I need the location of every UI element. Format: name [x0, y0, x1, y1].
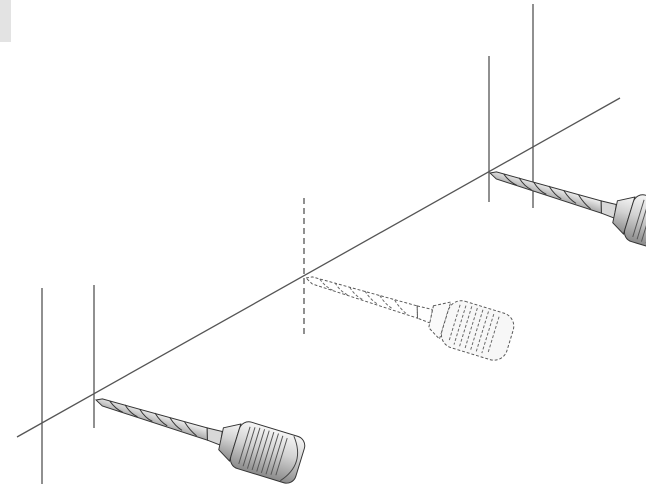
work-axis-line	[16, 97, 621, 438]
drill-bit-icon	[482, 149, 646, 260]
drill-bit-outline-icon	[298, 254, 518, 365]
corner-tab	[0, 0, 11, 42]
drill-bit-icon	[88, 376, 308, 487]
